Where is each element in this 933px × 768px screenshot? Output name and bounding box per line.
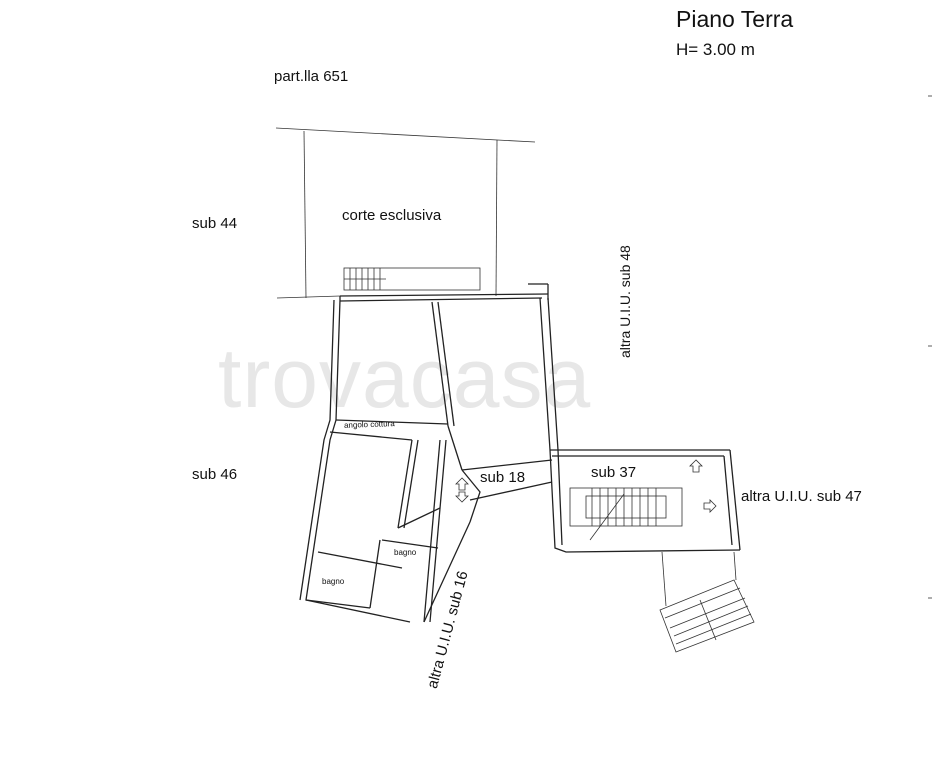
sub46-label: sub 46 <box>192 466 238 483</box>
direction-arrows <box>455 459 717 513</box>
sub37-label: sub 37 <box>591 464 637 481</box>
edge-ticks <box>928 95 932 599</box>
corte-label: corte esclusiva <box>342 207 442 224</box>
sub18-label: sub 18 <box>480 469 526 486</box>
watermark: trovacasa <box>218 331 592 425</box>
sub48-label: altra U.I.U. sub 48 <box>617 245 633 358</box>
bathroom-label-2: bagno <box>322 577 345 586</box>
front-steps <box>343 267 481 291</box>
interior-stair <box>569 487 683 541</box>
sub44-label: sub 44 <box>192 215 238 232</box>
part-label: part.lla 651 <box>274 68 349 85</box>
floor-height: H= 3.00 m <box>676 40 755 59</box>
bathroom-label-1: bagno <box>394 548 417 557</box>
sub47-label: altra U.I.U. sub 47 <box>741 488 862 505</box>
sub37-block <box>461 449 741 551</box>
unit-walls <box>299 283 741 623</box>
kitchen-label: angolo cottura <box>343 419 395 430</box>
courtyard-boundary <box>275 127 536 299</box>
exterior-stair <box>659 551 755 653</box>
plan-title: Piano Terra <box>676 6 794 32</box>
